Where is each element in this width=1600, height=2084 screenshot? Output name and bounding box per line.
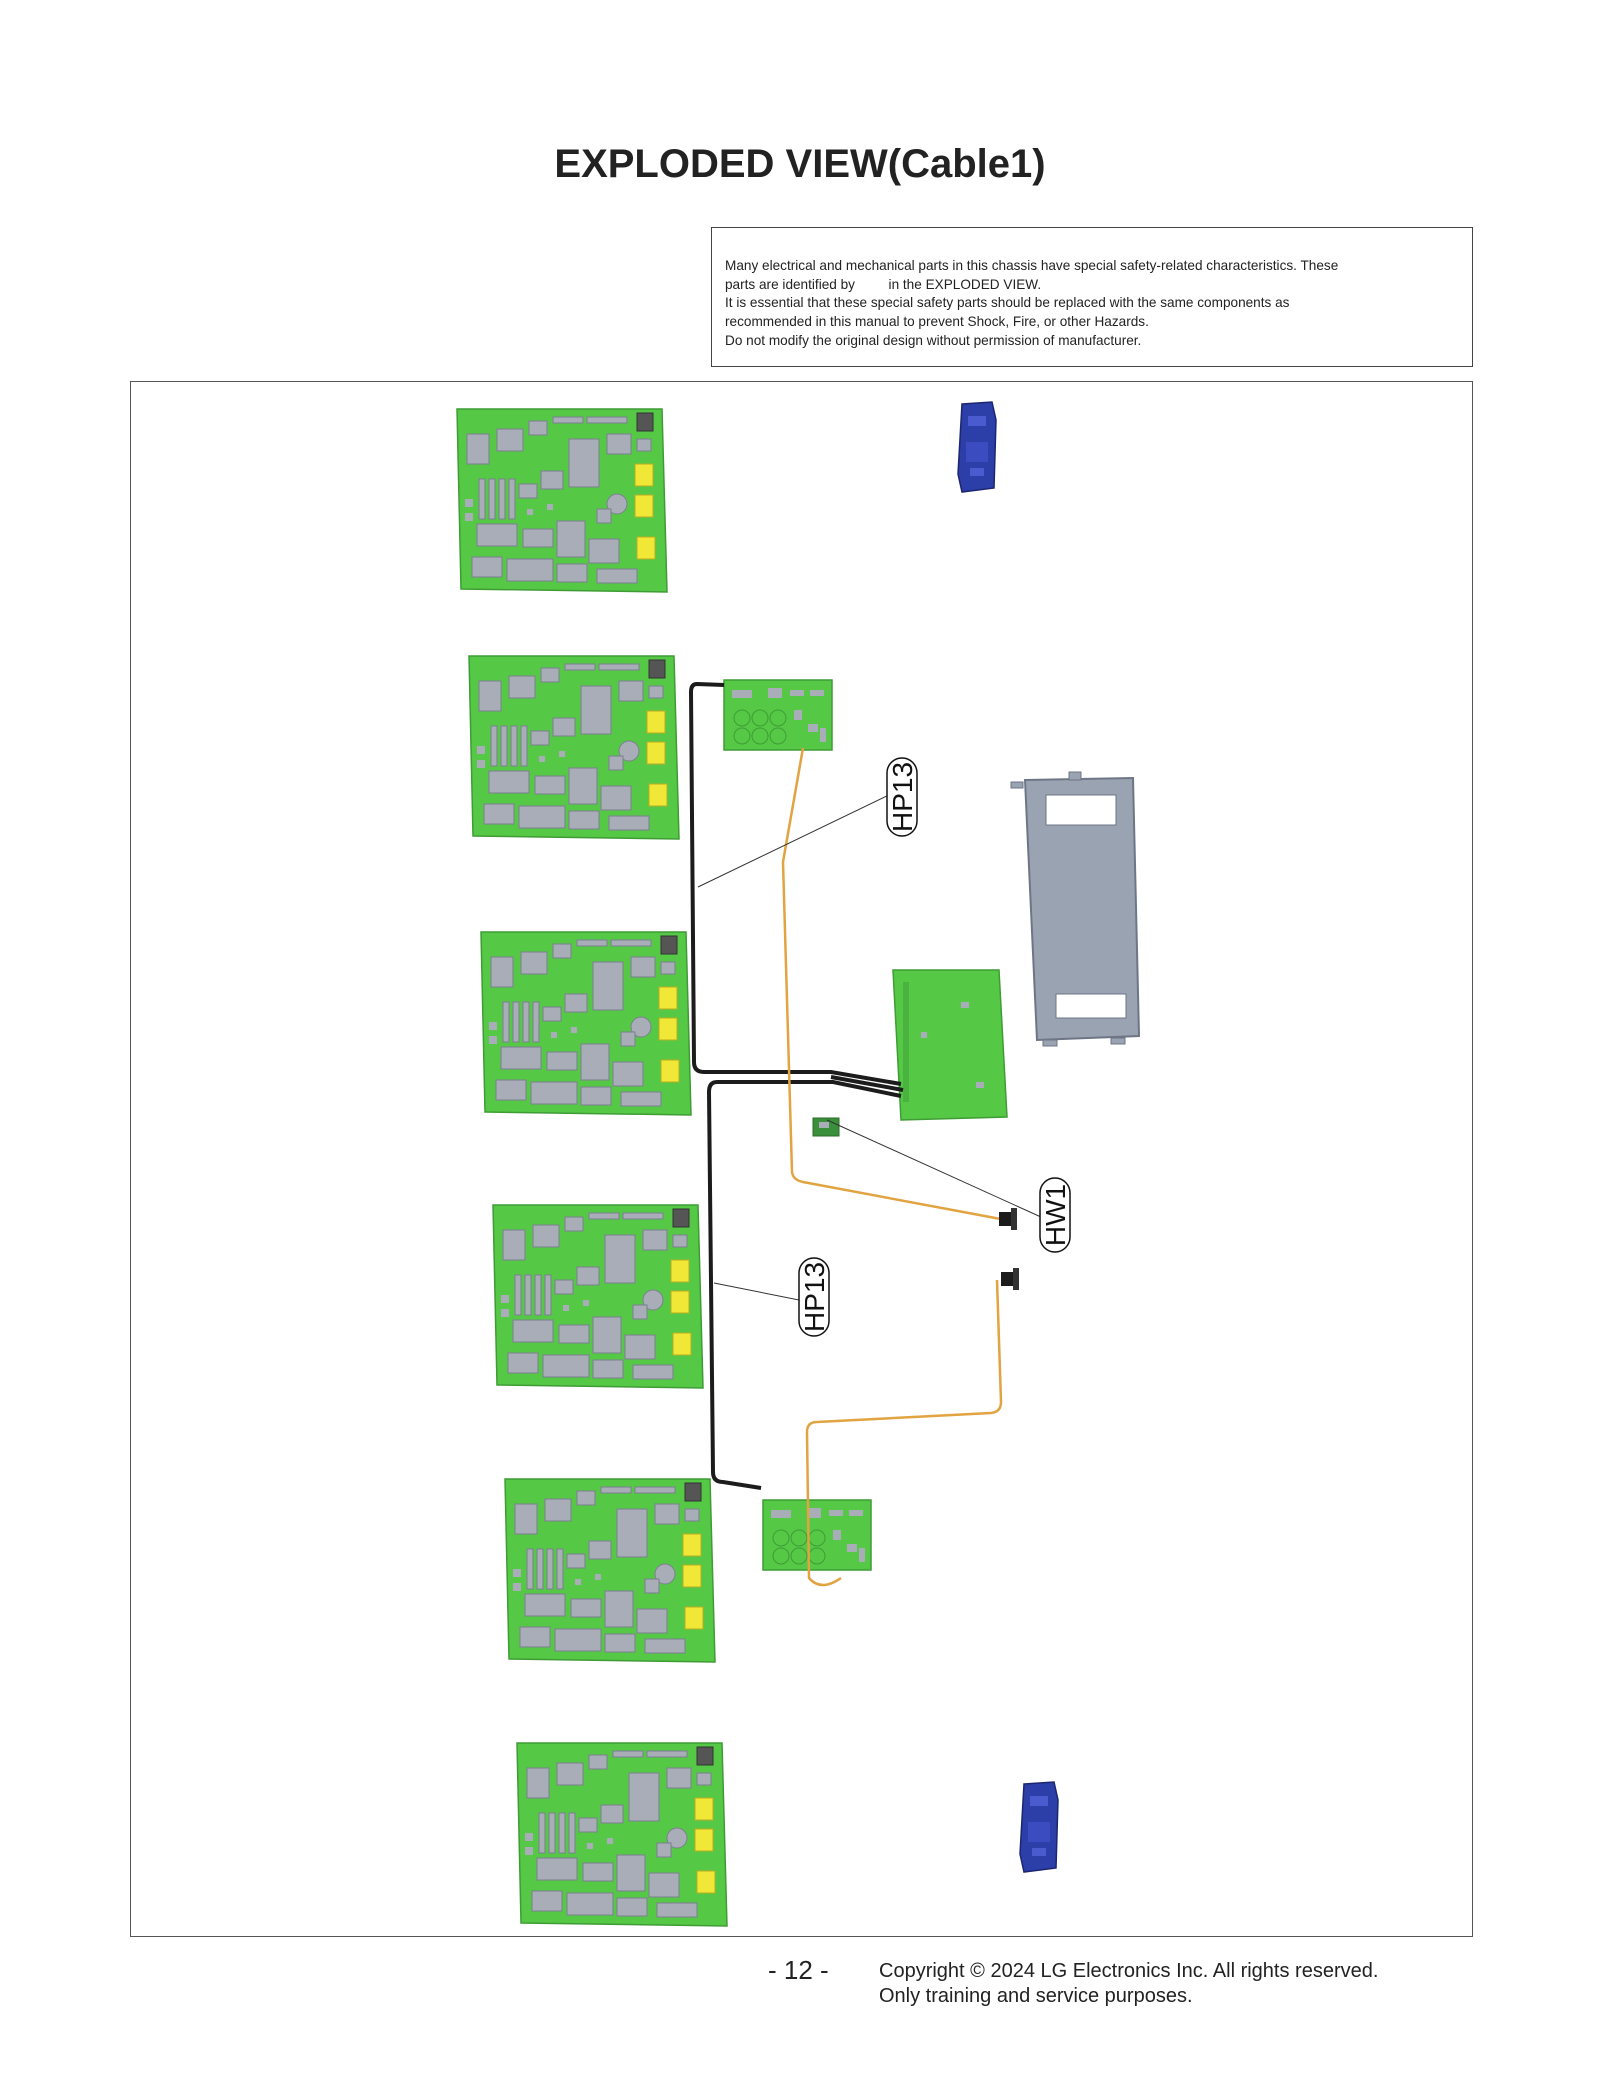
notice-line-2-end: in the EXPLODED VIEW. [888, 276, 1042, 292]
blue-bracket-top [957, 401, 997, 493]
main-board-2 [468, 655, 680, 840]
main-board-5 [504, 1478, 716, 1663]
copyright-line-1: Copyright © 2024 LG Electronics Inc. All… [879, 1960, 1379, 1982]
callout-hp13-lower-label: HP13 [799, 1262, 830, 1332]
main-board-1 [456, 408, 668, 593]
main-board-6 [516, 1742, 728, 1927]
exploded-view-diagram: HP13 HP13 HW1 [130, 381, 1473, 1937]
callout-hw1-label: HW1 [1040, 1184, 1071, 1246]
power-board-upper [723, 679, 833, 751]
blue-bracket-bottom [1019, 1781, 1059, 1873]
orange-cable-lower [805, 1279, 1003, 1587]
small-module [812, 1117, 840, 1137]
notice-line-5: Do not modify the original design withou… [725, 332, 1142, 348]
callout-hp13-lower: HP13 [798, 1257, 830, 1337]
metal-frame [1010, 771, 1141, 1047]
black-cable [688, 681, 902, 1086]
exploded-view-drawing: HP13 HP13 HW1 [456, 401, 1141, 1927]
notice-line-2: parts are identified by in the EXPLODED … [725, 276, 1459, 295]
connector-lower [1001, 1268, 1019, 1290]
callout-hp13-upper-label: HP13 [887, 762, 918, 832]
copyright-line-2: Only training and service purposes. [879, 1985, 1193, 2007]
center-board [892, 969, 1008, 1121]
orange-cable-upper [781, 747, 1007, 1222]
safety-mark-icon [859, 278, 885, 289]
notice-line-4: recommended in this manual to prevent Sh… [725, 314, 1149, 330]
main-board-3 [480, 931, 692, 1116]
notice-line-3: It is essential that these special safet… [725, 295, 1290, 311]
connector-upper [999, 1208, 1017, 1230]
notice-line-2-start: parts are identified by [725, 276, 855, 292]
page-number: - 12 - [768, 1955, 829, 1985]
callout-hp13-upper: HP13 [886, 757, 918, 837]
main-board-4 [492, 1204, 704, 1389]
power-board-lower [762, 1499, 872, 1571]
notice-line-1: Many electrical and mechanical parts in … [725, 258, 1339, 273]
page-title: EXPLODED VIEW(Cable1) [554, 142, 1046, 186]
copyright-notice: Copyright © 2024 LG Electronics Inc. All… [879, 1959, 1378, 2009]
safety-notice-box: Many electrical and mechanical parts in … [711, 227, 1473, 367]
callout-hw1: HW1 [1039, 1177, 1071, 1253]
